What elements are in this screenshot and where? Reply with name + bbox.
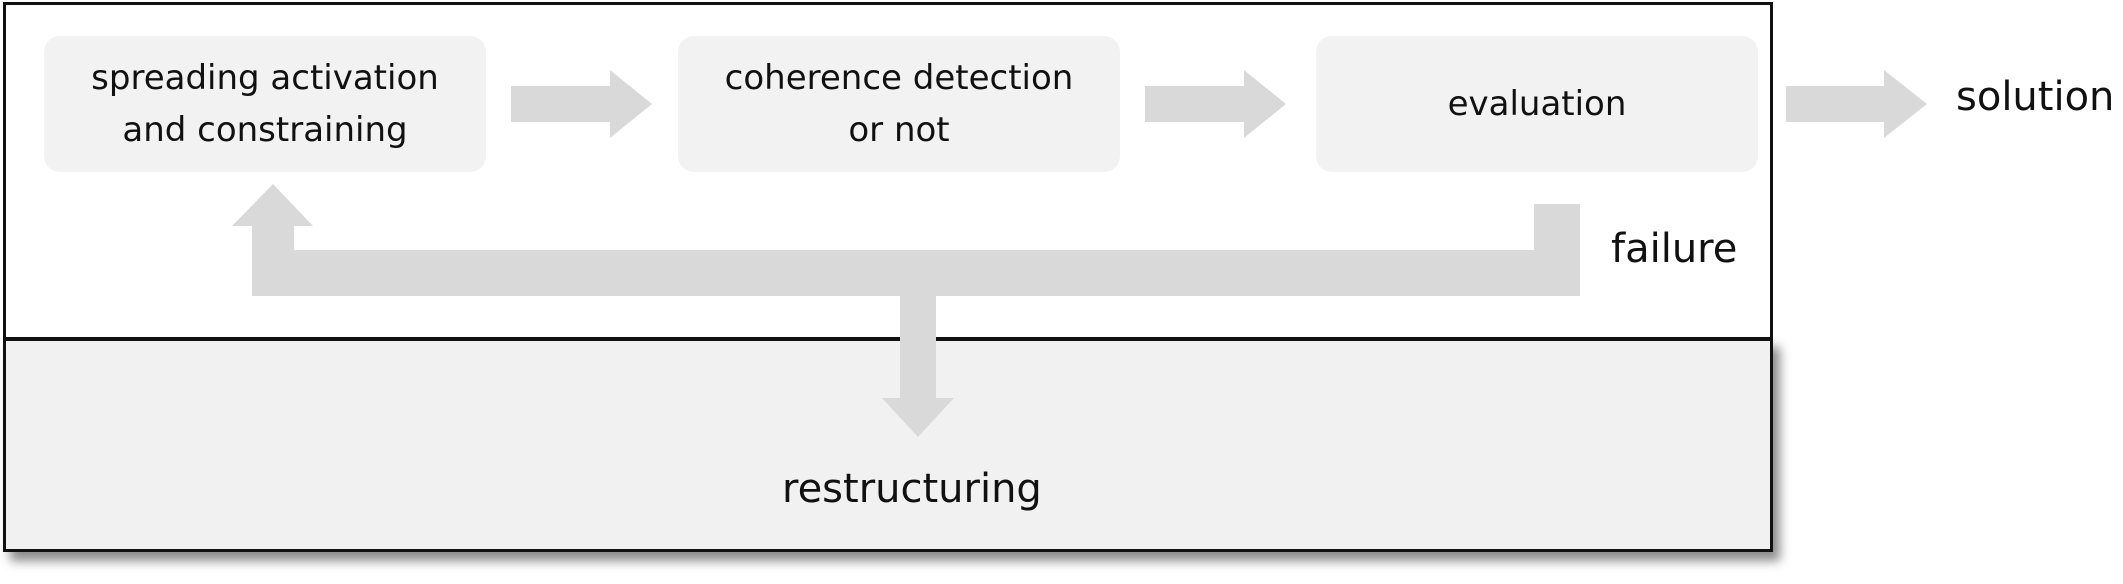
solution-label: solution: [1956, 74, 2115, 120]
restructuring-panel: [3, 338, 1773, 552]
node-restructuring-label: restructuring: [782, 466, 1042, 512]
node-coherence-detection-label: coherence detection or not: [724, 58, 1074, 150]
node-evaluation-label: evaluation: [1447, 84, 1627, 124]
node-evaluation: evaluation: [1316, 36, 1758, 172]
failure-label: failure: [1611, 226, 1738, 272]
arrow-evaluation-to-solution: [1786, 70, 1927, 138]
node-coherence-detection: coherence detection or not: [678, 36, 1120, 172]
node-spreading-activation-label: spreading activation and constraining: [91, 58, 439, 150]
node-spreading-activation: spreading activation and constraining: [44, 36, 486, 172]
